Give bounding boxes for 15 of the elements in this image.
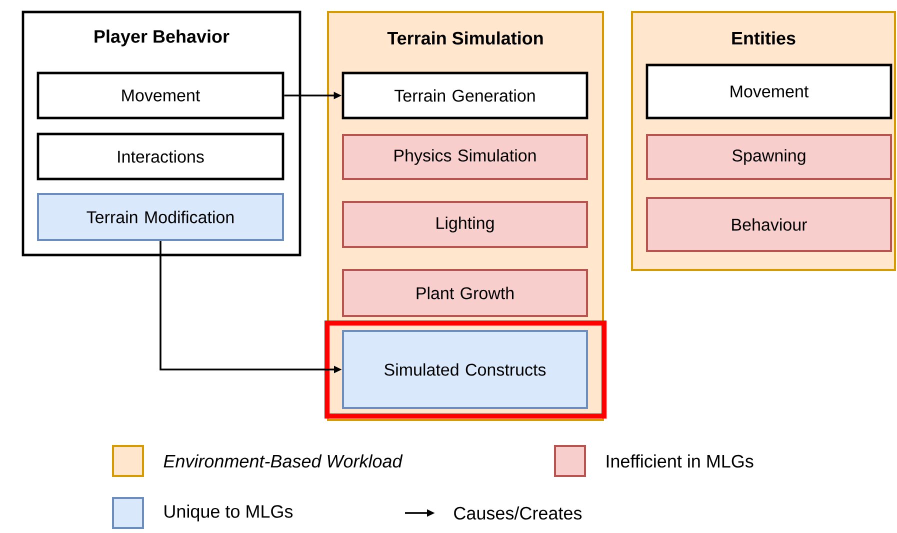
process-box: Movement	[646, 64, 892, 120]
process-box: Behaviour	[646, 197, 892, 252]
process-box: Movement	[36, 72, 284, 120]
process-box: Simulated Constructs	[342, 330, 588, 409]
legend-label: Environment-Based Workload	[164, 454, 403, 468]
legend-label: Causes/Creates	[454, 506, 582, 520]
process-box: Terrain Generation	[342, 72, 588, 120]
process-box: Physics Simulation	[342, 134, 588, 180]
process-box: Lighting	[342, 201, 588, 248]
process-box: Spawning	[646, 134, 892, 180]
process-box: Terrain Modification	[37, 193, 284, 241]
process-box: Interactions	[36, 132, 284, 180]
legend-label: Inefficient in MLGs	[606, 454, 754, 468]
process-box: Plant Growth	[342, 269, 588, 317]
legend-label: Unique to MLGs	[164, 504, 293, 522]
